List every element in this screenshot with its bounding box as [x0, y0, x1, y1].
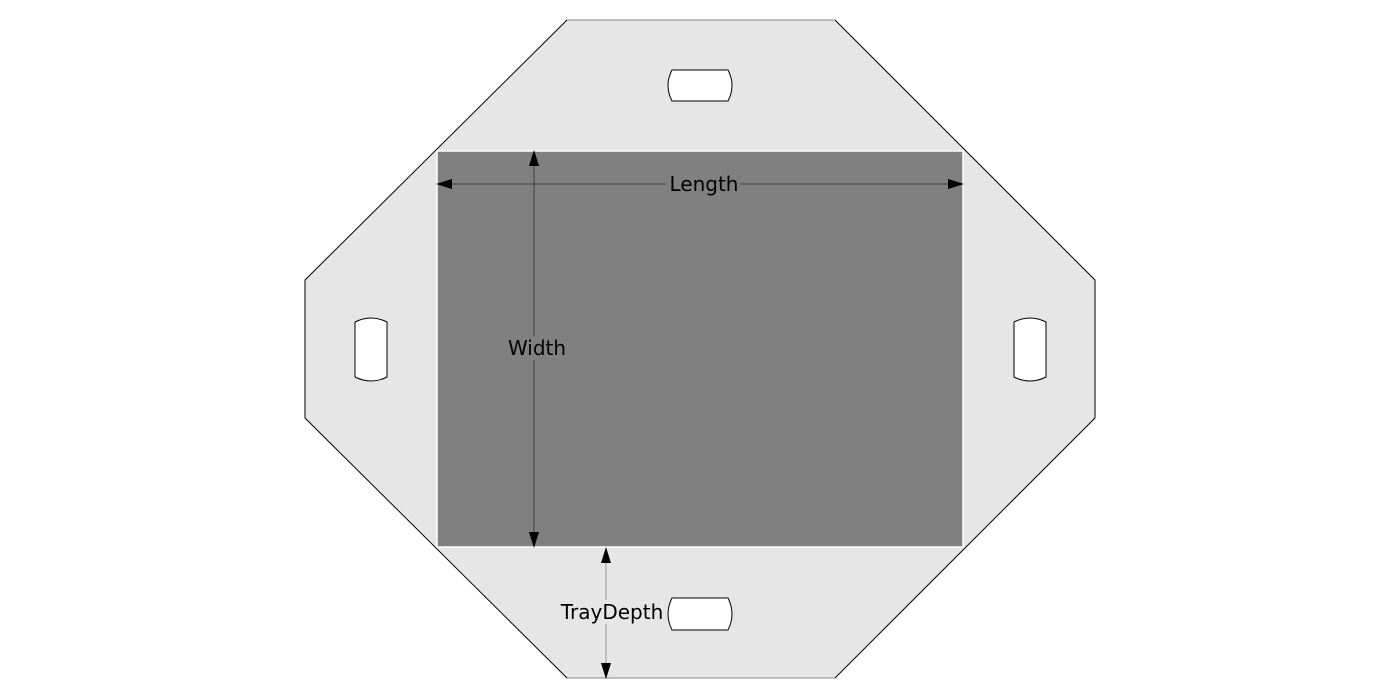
- handle-cutout-left: [354, 317, 388, 382]
- width-label: Width: [508, 336, 566, 360]
- tray-depth-label: TrayDepth: [560, 600, 664, 624]
- handle-cutout-top: [667, 69, 733, 102]
- handle-cutout-right: [1013, 317, 1047, 382]
- handle-cutout-bottom: [667, 597, 733, 631]
- length-label: Length: [670, 172, 739, 196]
